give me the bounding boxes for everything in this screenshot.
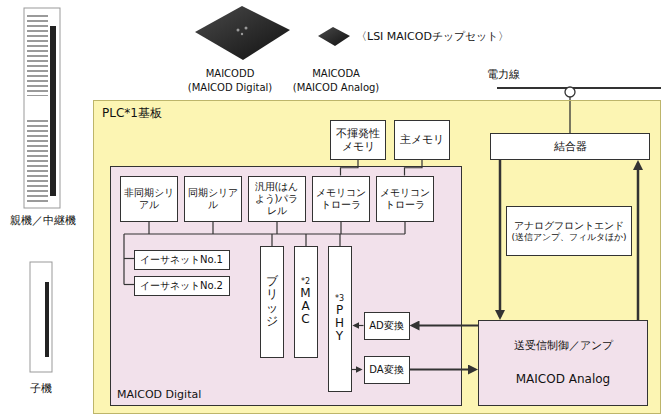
board-fill	[93, 100, 661, 414]
controller-box: メモリコントローラ	[376, 176, 434, 222]
part-label: MAICODD	[206, 68, 255, 80]
node-text: メモリコントローラ	[316, 187, 366, 211]
controller-box: メモリコントローラ	[312, 176, 370, 222]
node-text: MAICOD Digital	[117, 388, 201, 401]
device-grille	[27, 118, 48, 202]
ethernet-box: イーサネットNo.1	[134, 250, 230, 270]
node-text: AD変換	[369, 320, 404, 332]
connector-arrow	[405, 160, 423, 176]
memory-box: 不揮発性メモリ	[330, 120, 386, 160]
parent-device	[24, 8, 60, 208]
analog-block: 送受信制御／アンプ MAICOD Analog	[478, 320, 648, 406]
ethernet-box: イーサネットNo.2	[134, 276, 230, 296]
node-text: 汎用(はんよう)パラレル	[252, 181, 302, 217]
digital-fill	[110, 166, 462, 406]
node-text: 同期シリアル	[188, 187, 238, 211]
device-strip	[50, 26, 56, 196]
node-text: *3	[335, 294, 344, 304]
node-text: *2	[301, 277, 310, 287]
frontend-box: アナログフロントエンド(送信アンプ、フィルタほか)	[506, 206, 632, 256]
part-label: 子機	[30, 382, 52, 395]
coupler-wire	[569, 97, 570, 133]
connector-arrow	[410, 369, 476, 371]
connector-arrow	[352, 369, 361, 370]
part-label: (MAICOD Digital)	[188, 82, 272, 94]
connector-arrow	[499, 160, 502, 317]
node-text: 結合器	[554, 140, 587, 153]
lsi-block: MAICOD Digital非同期シリアル同期シリアル汎用(はんよう)パラレルメ…	[110, 166, 462, 406]
part-label: 〈LSI MAICODチップセット〉	[356, 30, 509, 43]
memory-box: 主メモリ	[394, 120, 450, 160]
power-line	[497, 87, 661, 89]
analog-fill	[478, 320, 648, 406]
node-text: PHY	[334, 304, 346, 344]
node-text: 非同期シリアル	[124, 187, 174, 211]
node-text: メモリコントローラ	[380, 187, 430, 211]
child-device	[30, 262, 52, 372]
bridge-box: ブリッジ	[260, 246, 284, 358]
node-text: 不揮発性メモリ	[334, 127, 382, 153]
node-text: アナログフロントエンド	[514, 220, 624, 232]
interface-box: 汎用(はんよう)パラレル	[248, 176, 306, 222]
node-text: 主メモリ	[400, 133, 444, 146]
node-text: イーサネットNo.1	[140, 254, 223, 266]
connector-arrow	[413, 325, 479, 327]
converter-box: DA変換	[364, 356, 410, 384]
part-label: MAICODA	[312, 68, 360, 80]
part-label: 親機／中継機	[10, 214, 76, 227]
board-panel: PLC*1基板不揮発性メモリ 主メモリ結合器 MAICOD Digital 非同期シリ…	[93, 100, 661, 414]
part-label: 電力線	[487, 68, 520, 81]
chip-mark	[245, 27, 248, 30]
coupler-box: 結合器	[490, 133, 650, 160]
converter-box: AD変換	[364, 312, 410, 340]
clamp-symbol	[565, 87, 575, 97]
device-grille	[27, 14, 48, 96]
connector-arrow	[341, 160, 359, 176]
part-label: (MAICOD Analog)	[293, 82, 380, 94]
chip-mark	[237, 29, 240, 32]
mac-box: *2MAC	[294, 246, 318, 358]
node-text: 送受信制御／アンプ	[514, 339, 613, 352]
digital-chip	[195, 6, 290, 60]
node-text: ブリッジ	[266, 275, 278, 328]
device-strip	[45, 282, 49, 357]
chip-mark	[241, 33, 243, 35]
analog-chip	[318, 27, 350, 46]
interface-box: 同期シリアル	[184, 176, 242, 222]
node-text: MAICOD Analog	[516, 372, 610, 386]
node-text: DA変換	[369, 364, 403, 376]
node-text: イーサネットNo.2	[140, 280, 223, 292]
connector-arrow	[637, 163, 640, 320]
node-text: PLC*1基板	[102, 106, 162, 120]
node-text: (送信アンプ、フィルタほか)	[511, 232, 626, 243]
node-text: MAC	[300, 287, 312, 327]
interface-box: 非同期シリアル	[120, 176, 178, 222]
connector-arrow	[355, 325, 364, 326]
phy-box: *3PHY	[328, 246, 352, 392]
